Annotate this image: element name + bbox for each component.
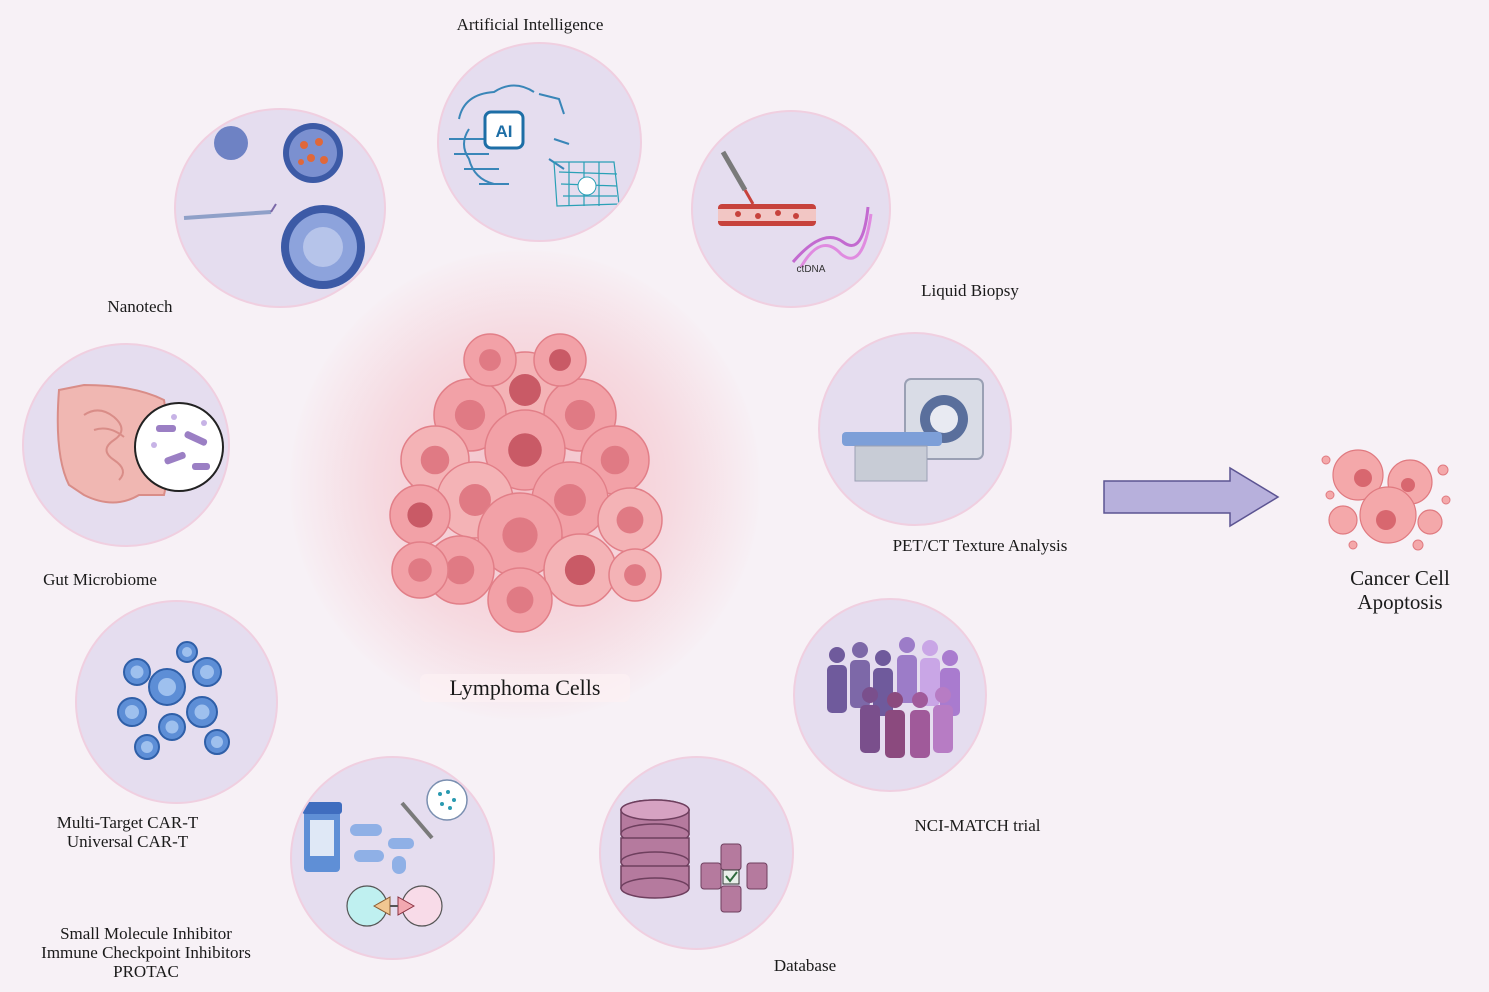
person-head [942,650,958,666]
nanoparticle-icon [183,123,365,289]
liquid-biopsy-circle: ctDNA [691,110,891,308]
cell-nucleus [454,399,486,431]
person-head [922,640,938,656]
car-t-nucleus [125,705,139,719]
car-t-nucleus [194,704,210,720]
cart-label-line2: Universal CAR-T [66,832,189,851]
drugs-circle [290,756,495,960]
cell-nucleus [420,445,450,475]
gut-circle [22,343,230,547]
cell-nucleus [506,586,534,614]
ai-chip-text: AI [496,122,513,141]
people-group-icon [827,637,960,758]
cart-label: Multi-Target CAR-T Universal CAR-T [40,813,215,851]
cell-nucleus [459,484,491,516]
pills-icon [302,779,468,927]
cell-nucleus [408,558,432,582]
drugs-label: Small Molecule Inhibitor Immune Checkpoi… [28,924,264,981]
cell-nucleus [564,399,596,431]
apoptosis-label-line2: Apoptosis [1357,590,1443,614]
car-t-nucleus [158,678,176,696]
cell-nucleus [549,349,571,371]
car-t-cells-icon [117,641,230,760]
cell-nucleus [554,484,586,516]
blood-vessel-icon: ctDNA [718,150,873,275]
person-head [829,647,845,663]
drugs-label-line1: Small Molecule Inhibitor [60,924,232,943]
person-head [899,637,915,653]
apoptosis-label: Cancer Cell Apoptosis [1320,566,1480,614]
petct-circle [818,332,1012,526]
gut-label: Gut Microbiome [43,570,157,589]
car-t-nucleus [141,741,153,753]
cart-label-line1: Multi-Target CAR-T [56,813,199,832]
nanotech-label: Nanotech [107,297,173,316]
ai-circle: AI [437,42,642,242]
cell-nucleus [502,517,538,553]
cell-nucleus [509,374,541,406]
arrow-icon [1103,466,1280,528]
car-t-nucleus [211,736,223,748]
cell-nucleus [479,349,501,371]
drugs-label-line2: Immune Checkpoint Inhibitors [41,943,251,962]
person-body [860,705,880,753]
person-body [933,705,953,753]
cell-nucleus [564,554,596,586]
apoptotic-cells-illustration [1321,449,1451,551]
ctdna-text: ctDNA [797,264,826,275]
cell-nucleus [600,445,630,475]
cell-nucleus [407,502,433,528]
cell-nucleus [445,555,475,585]
drugs-label-line3: PROTAC [113,962,179,981]
cell-nucleus [508,433,542,467]
person-head [852,642,868,658]
ct-scanner-icon [842,378,984,482]
person-body [910,710,930,758]
person-head [862,687,878,703]
intestine-icon [56,383,224,504]
database-circle [599,756,794,950]
person-body [897,655,917,703]
nci-label: NCI-MATCH trial [914,816,1041,835]
liquid-biopsy-label: Liquid Biopsy [921,281,1019,300]
apoptosis-label-line1: Cancer Cell [1350,566,1450,590]
person-head [887,692,903,708]
person-body [827,665,847,713]
cell-nucleus [624,564,646,586]
nci-circle [793,598,987,792]
nanotech-circle [174,108,386,308]
person-head [935,687,951,703]
cell-nucleus [616,506,644,534]
car-t-nucleus [200,665,214,679]
person-head [912,692,928,708]
center-label: Lymphoma Cells [420,674,630,702]
cart-circle [75,600,278,804]
person-body [885,710,905,758]
car-t-nucleus [182,647,192,657]
database-label: Database [773,956,837,975]
car-t-nucleus [165,720,179,734]
car-t-nucleus [130,665,144,679]
database-icon [620,799,768,913]
lymphoma-cells-illustration [389,333,663,633]
person-head [875,650,891,666]
ai-label: Artificial Intelligence [456,15,604,34]
person-body [873,668,893,716]
petct-label: PET/CT Texture Analysis [892,536,1068,555]
ai-brain-icon: AI [449,84,620,207]
